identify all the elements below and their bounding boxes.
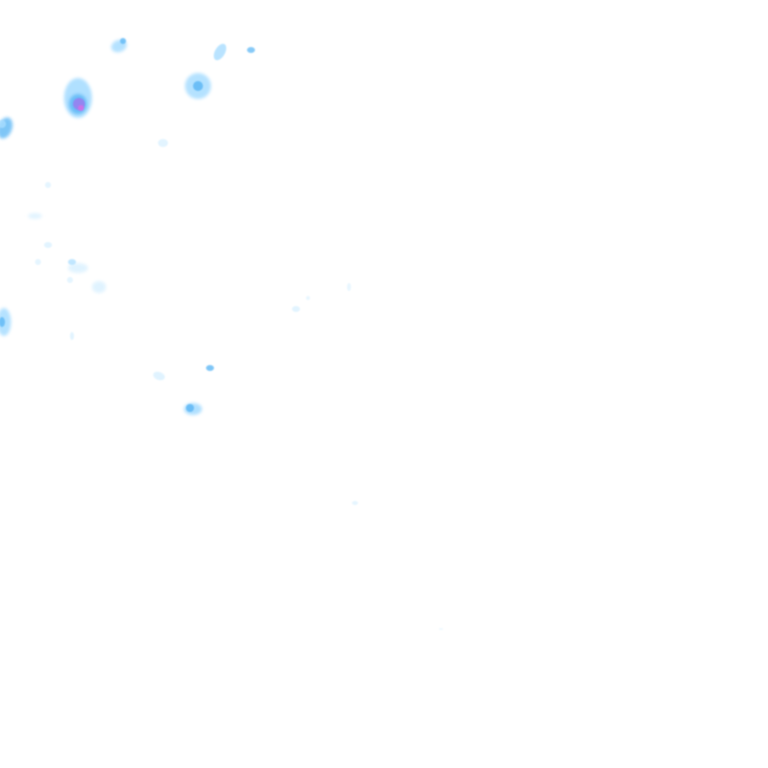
radar-echo-very-light [292, 306, 300, 312]
radar-echo-very-light [67, 277, 73, 283]
radar-echo-very-light [92, 281, 106, 293]
radar-echo-very-light [153, 371, 165, 381]
radar-echo-moderate [120, 38, 126, 44]
radar-echo-very-light [306, 296, 310, 300]
radar-echo-very-light [158, 139, 168, 147]
radar-echo-very-light [35, 259, 41, 265]
radar-echo-very-light [28, 213, 42, 219]
radar-echo-moderate [186, 404, 194, 412]
radar-echo-very-light [68, 263, 88, 273]
radar-echo-very-light [347, 283, 351, 291]
radar-echo-light [68, 259, 76, 265]
radar-echo-light [0, 120, 6, 128]
radar-echo-moderate [247, 47, 255, 53]
radar-echo-moderate [0, 117, 13, 139]
radar-echo-light [0, 308, 11, 336]
radar-echo-very-light [70, 332, 74, 340]
radar-echo-light [213, 43, 227, 61]
radar-echo-very-light [44, 242, 52, 248]
radar-echo-very-light [439, 628, 443, 630]
radar-echo-moderate [193, 81, 203, 91]
radar-echo-moderate [206, 365, 214, 371]
radar-echo-very-light [45, 182, 51, 188]
radar-echo-intense [78, 105, 84, 111]
radar-echo-moderate [0, 317, 5, 327]
radar-echo-layer [0, 38, 443, 630]
radar-echo-very-light [352, 501, 358, 505]
